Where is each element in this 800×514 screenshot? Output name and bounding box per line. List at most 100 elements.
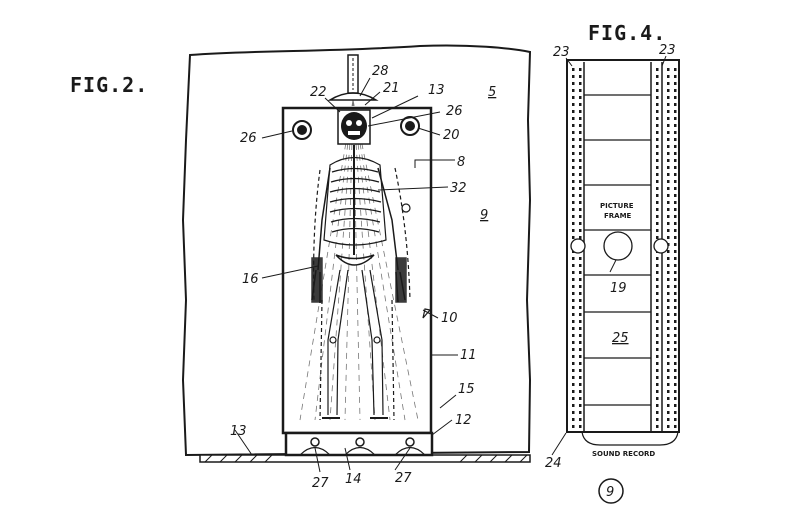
perforation-dot — [656, 187, 659, 190]
sound-record-brace — [581, 431, 679, 446]
perforation-dot — [674, 327, 677, 330]
label-32: 32 — [450, 181, 467, 196]
leader-lines — [234, 77, 458, 473]
perforation-dot — [572, 348, 575, 351]
perforation-dot — [674, 194, 677, 197]
perforation-dot — [674, 75, 677, 78]
fig4: FIG.4. PICTURE FRAME 19 25 23 23 SOUND R… — [545, 21, 680, 471]
perforation-dot — [656, 299, 659, 302]
perforation-dot — [579, 103, 582, 106]
perforation-dot — [656, 383, 659, 386]
perforation-dot — [579, 187, 582, 190]
perforation-dot — [579, 152, 582, 155]
perforation-dot — [579, 320, 582, 323]
perforation-dot — [572, 187, 575, 190]
perforation-dot — [656, 271, 659, 274]
perforation-dot — [674, 250, 677, 253]
label-14: 14 — [345, 472, 362, 487]
perforation-dot — [674, 152, 677, 155]
perforation-dot — [667, 201, 670, 204]
label-12: 12 — [455, 413, 472, 428]
perforation-dot — [579, 425, 582, 428]
perforation-dot — [674, 131, 677, 134]
perforation-dot — [674, 138, 677, 141]
perforation-dot — [667, 166, 670, 169]
perforation-dot — [572, 159, 575, 162]
picture-circle — [603, 231, 633, 261]
perforation-dot — [667, 411, 670, 414]
perforation-dot — [667, 257, 670, 260]
perforation-dot — [667, 173, 670, 176]
perforation-dot — [667, 131, 670, 134]
perforation-dot — [572, 103, 575, 106]
base — [284, 431, 434, 457]
perforation-dot — [667, 159, 670, 162]
perforation-dot — [674, 376, 677, 379]
perforation-dot — [667, 369, 670, 372]
perforation-dot — [656, 236, 659, 239]
perforation-dot — [667, 187, 670, 190]
perforation-dot — [674, 306, 677, 309]
perforation-dot — [579, 96, 582, 99]
perforation-dot — [572, 257, 575, 260]
perforation-dot — [667, 89, 670, 92]
perforation-dot — [674, 166, 677, 169]
fig2-title: FIG.2. — [70, 73, 148, 97]
perforation-dot — [667, 96, 670, 99]
perforation-dot — [656, 222, 659, 225]
perforation-dot — [656, 82, 659, 85]
perforation-dot — [674, 418, 677, 421]
perforation-dot — [656, 166, 659, 169]
perforation-dot — [579, 348, 582, 351]
perforation-dot — [656, 180, 659, 183]
perforation-dot — [656, 362, 659, 365]
perforation-dot — [674, 201, 677, 204]
perforation-dot — [674, 425, 677, 428]
perforation-dot — [667, 390, 670, 393]
perforation-dot — [572, 180, 575, 183]
perforation-dot — [656, 341, 659, 344]
perforation-dot — [667, 180, 670, 183]
perforation-dot — [656, 103, 659, 106]
perforation-dot — [674, 243, 677, 246]
edge-hole-right — [653, 238, 669, 254]
label-26-right: 26 — [446, 104, 463, 119]
perforation-dot — [667, 138, 670, 141]
perforations — [572, 68, 677, 428]
perforation-dot — [667, 418, 670, 421]
perforation-dot — [579, 180, 582, 183]
perforation-dot — [674, 278, 677, 281]
perforation-dot — [579, 397, 582, 400]
label-20: 20 — [443, 128, 460, 143]
label-5: 5 — [488, 85, 496, 100]
perforation-dot — [674, 208, 677, 211]
perforation-dot — [579, 215, 582, 218]
picture-frame-line2: FRAME — [604, 212, 632, 220]
bottom-label: 9 — [606, 485, 614, 500]
perforation-dot — [667, 194, 670, 197]
perforation-dot — [579, 383, 582, 386]
label-25: 25 — [612, 331, 629, 346]
perforation-dot — [579, 334, 582, 337]
perforation-dot — [674, 313, 677, 316]
perforation-dot — [674, 159, 677, 162]
perforation-dot — [667, 306, 670, 309]
perforation-dot — [579, 418, 582, 421]
perforation-dot — [667, 404, 670, 407]
perforation-dot — [572, 236, 575, 239]
perforation-dot — [667, 215, 670, 218]
perforation-dot — [656, 159, 659, 162]
perforation-dot — [572, 362, 575, 365]
perforation-dot — [572, 229, 575, 232]
perforation-dot — [572, 152, 575, 155]
perforation-dot — [572, 306, 575, 309]
perforation-dot — [656, 320, 659, 323]
perforation-dot — [579, 194, 582, 197]
perforation-dot — [674, 145, 677, 148]
perforation-dot — [572, 89, 575, 92]
perforation-dot — [579, 89, 582, 92]
perforation-dot — [579, 222, 582, 225]
perforation-dot — [667, 110, 670, 113]
perforation-dot — [579, 257, 582, 260]
perforation-dot — [572, 117, 575, 120]
